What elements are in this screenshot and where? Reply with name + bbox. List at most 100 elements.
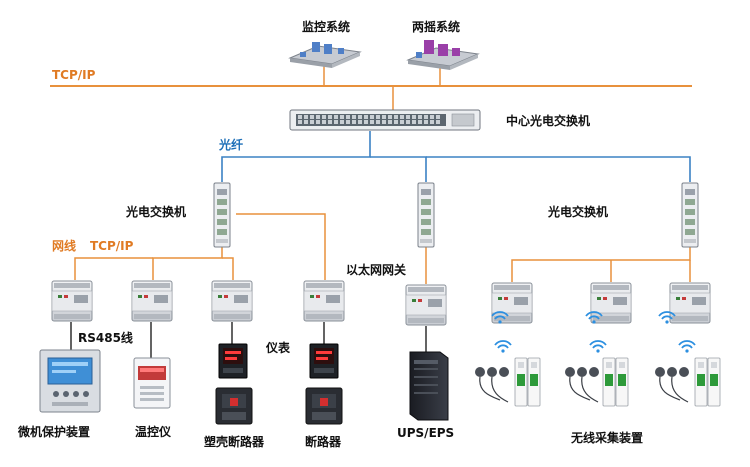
- switch-port: [424, 115, 428, 119]
- connection-lines: [50, 60, 692, 358]
- network-switch-icon: [417, 182, 435, 248]
- wireless-label: 无线采集装置: [570, 430, 643, 445]
- switch-port: [364, 120, 368, 124]
- tcp-ip-top-label: TCP/IP: [52, 68, 96, 82]
- switch-right-cable: [511, 247, 691, 282]
- circuit-breaker-icon: [514, 357, 528, 407]
- switch-port: [304, 115, 308, 119]
- server-rack-icon: [406, 40, 480, 70]
- server-rack-icon: [288, 42, 362, 68]
- din-rail-gateway-icon: [131, 280, 173, 322]
- network-cable-label: 网线: [52, 238, 76, 253]
- switch-port: [364, 115, 368, 119]
- fiber-line-right: [426, 156, 691, 182]
- network-switch-icon: [213, 182, 231, 248]
- switch-port: [328, 115, 332, 119]
- network-switch-icon: [681, 182, 699, 248]
- switch-port: [340, 120, 344, 124]
- din-rail-gateway-icon: [405, 284, 447, 326]
- mccb-label: 塑壳断路器: [204, 434, 265, 449]
- core-switch-label: 中心光电交换机: [506, 113, 590, 128]
- wireless-group-1: [475, 357, 541, 407]
- switch-port: [358, 120, 362, 124]
- switch-port: [310, 115, 314, 119]
- switch-port: [298, 120, 302, 124]
- switch-port: [352, 120, 356, 124]
- meter-label: 仪表: [265, 340, 291, 355]
- wifi-icon: [678, 340, 696, 354]
- switch-port: [310, 120, 314, 124]
- circuit-breaker-icon: [305, 387, 343, 425]
- switch-left: [213, 182, 231, 248]
- panel-meter-icon: [309, 343, 339, 379]
- switch-port: [352, 115, 356, 119]
- network-switch-icon: [289, 109, 481, 131]
- panel-meter-icon: [218, 343, 248, 379]
- rs485-label: RS485线: [78, 330, 133, 345]
- switch-port: [418, 115, 422, 119]
- current-transformer-icon: [475, 367, 509, 403]
- switch-port: [400, 115, 404, 119]
- switch-left-cable: [152, 247, 223, 280]
- din-rail-gateway-icon: [51, 280, 93, 322]
- fiber-line-mid: [370, 156, 427, 182]
- wifi-icon: [494, 340, 512, 354]
- switch-port: [436, 120, 440, 124]
- current-transformer-icon: [565, 367, 599, 403]
- fiber-line: [221, 131, 371, 182]
- switch-left-label: 光电交换机: [125, 204, 186, 219]
- switch-left-cable-a: [74, 257, 153, 280]
- switch-port: [304, 120, 308, 124]
- switch-port: [334, 115, 338, 119]
- circuit-breaker-icon: [527, 357, 541, 407]
- breaker-label: 断路器: [305, 434, 342, 449]
- switch-port: [370, 120, 374, 124]
- wifi-icon: [589, 340, 607, 354]
- switch-port: [394, 120, 398, 124]
- switch-port: [412, 120, 416, 124]
- ups-cabinet-icon: [409, 351, 449, 421]
- remote-system: 两摇系统: [406, 19, 480, 70]
- switch-port: [370, 115, 374, 119]
- circuit-breaker-icon: [707, 357, 721, 407]
- microprotect-device: [39, 349, 101, 413]
- monitoring-label: 监控系统: [302, 19, 350, 34]
- core-switch-ports: [298, 115, 440, 124]
- wireless-group-3: [655, 357, 721, 407]
- switch-port: [346, 120, 350, 124]
- ethernet-gateway-label: 以太网网关: [346, 262, 406, 277]
- core-switch: 中心光电交换机: [289, 109, 590, 131]
- switch-port: [406, 120, 410, 124]
- switch-port: [430, 115, 434, 119]
- fiber-label: 光纤: [218, 137, 243, 152]
- switch-port: [400, 120, 404, 124]
- din-rail-gateway-icon: [211, 280, 253, 322]
- switch-port: [394, 115, 398, 119]
- switch-port: [382, 115, 386, 119]
- microprotect-label: 微机保护装置: [17, 424, 90, 439]
- monitoring-system: 监控系统: [288, 19, 362, 68]
- switch-port: [418, 120, 422, 124]
- switch-port: [388, 120, 392, 124]
- switch-port: [298, 115, 302, 119]
- switch-port: [430, 120, 434, 124]
- din-rail-gateway-icon: [303, 280, 345, 322]
- circuit-breaker-icon: [615, 357, 629, 407]
- switch-port: [376, 115, 380, 119]
- ups-label: UPS/EPS: [397, 426, 454, 440]
- remote-label: 两摇系统: [412, 19, 460, 34]
- switch-port: [316, 115, 320, 119]
- switch-port: [436, 115, 440, 119]
- switch-port: [412, 115, 416, 119]
- switch-port: [328, 120, 332, 124]
- wireless-group-2: [565, 357, 629, 407]
- switch-port: [382, 120, 386, 124]
- temp-ctrl-label: 温控仪: [135, 424, 172, 439]
- switch-port: [340, 115, 344, 119]
- switch-port: [388, 115, 392, 119]
- din-rail-gateway-icon: [669, 282, 711, 324]
- tcp-ip-mid-label: TCP/IP: [90, 239, 134, 253]
- switch-port: [322, 115, 326, 119]
- switch-mid: [417, 182, 435, 248]
